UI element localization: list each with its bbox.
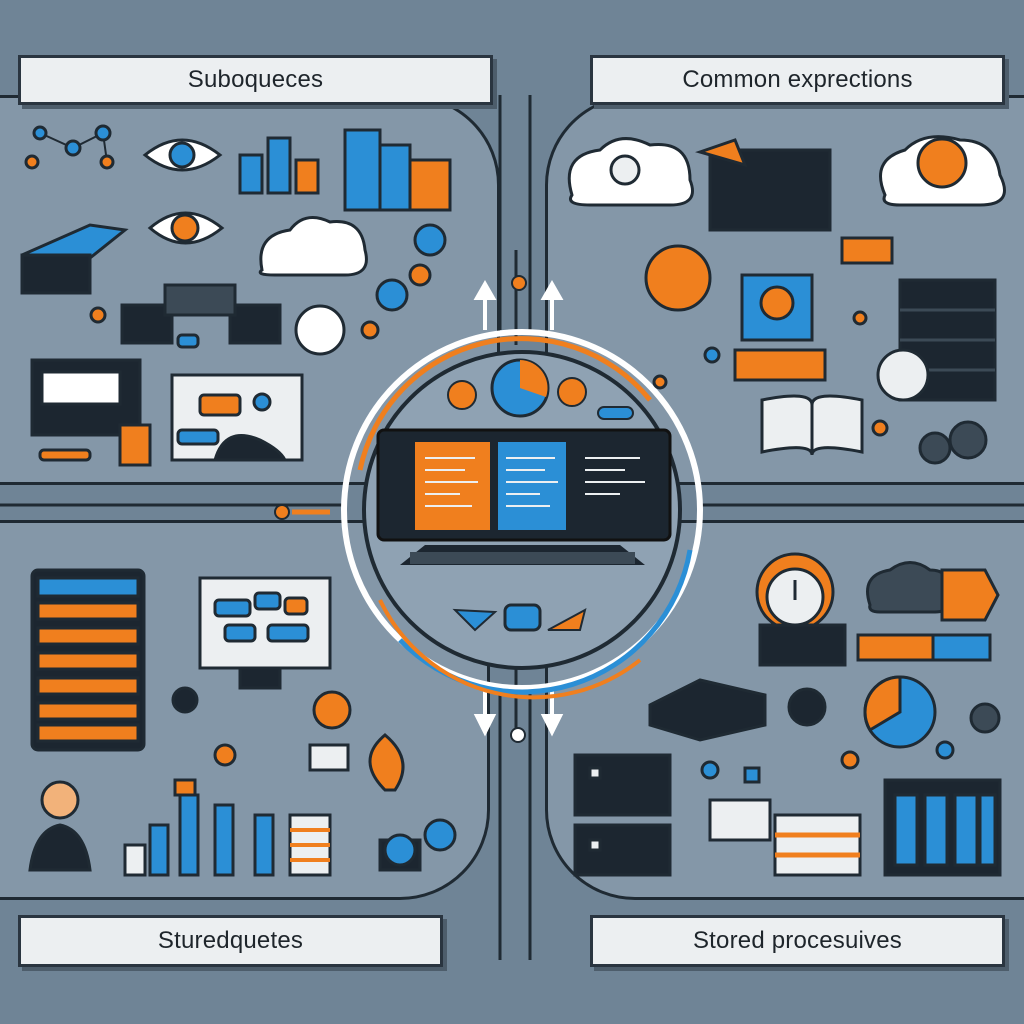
top-right-illustrations — [567, 135, 1006, 465]
banner-bottom-left: Sturedquetes — [18, 915, 443, 967]
gear-icon — [969, 702, 1001, 734]
arrow-up-left-icon — [473, 279, 497, 300]
lightbulb-icon — [368, 733, 405, 792]
stack-icon — [343, 128, 382, 212]
hub-code-pane-blue — [498, 442, 566, 530]
label-top-right: Common exprections — [682, 66, 913, 93]
banner-top-right: Common exprections — [590, 55, 1005, 105]
magnifier-icon — [876, 348, 930, 402]
gear-icon — [918, 431, 952, 465]
open-box-icon — [21, 223, 129, 260]
open-book-icon — [760, 394, 814, 456]
printer-icon — [773, 813, 862, 877]
hub-code-pane-orange — [415, 442, 490, 530]
bar-chart-icon — [238, 153, 264, 195]
banner-bottom-right: Stored procesuives — [590, 915, 1005, 967]
central-hub — [341, 329, 703, 700]
hub-tag-icon — [503, 603, 542, 632]
callout-bubble — [294, 304, 346, 356]
note-card-icon — [708, 798, 772, 842]
cloud-icon — [258, 216, 368, 277]
hub-orange-arc — [357, 336, 652, 471]
label-bottom-right: Stored procesuives — [692, 927, 903, 954]
connector-lines — [0, 95, 1024, 960]
lightbulb-badge-icon — [644, 244, 712, 312]
server-left-icon — [120, 303, 174, 345]
node-left — [274, 504, 290, 520]
banner-top-left: Suboqueces — [18, 55, 493, 105]
lightbulb-icon — [312, 690, 352, 730]
person-icon — [28, 823, 92, 872]
bottom-left-illustrations — [28, 568, 457, 877]
monitor-icon — [573, 753, 672, 817]
bar-chart-icon — [123, 843, 147, 877]
label-top-left: Suboqueces — [187, 66, 324, 93]
arrow-up-right-icon — [540, 279, 564, 300]
node-top — [511, 275, 527, 291]
glass-icon — [118, 423, 152, 467]
bottom-right-illustrations — [573, 552, 1002, 877]
node-bottom — [510, 727, 526, 743]
cube-icon — [708, 148, 832, 232]
arrow-down-right-icon — [540, 714, 564, 737]
cloud-icon — [866, 561, 953, 614]
gear-icon — [948, 420, 988, 460]
speech-tag-icon — [840, 236, 894, 265]
arrow-down-left-icon — [473, 714, 497, 737]
device-icon — [648, 678, 767, 742]
top-left-illustrations — [20, 124, 452, 467]
server-right-icon — [228, 303, 282, 345]
label-bottom-left: Sturedquetes — [157, 927, 304, 954]
